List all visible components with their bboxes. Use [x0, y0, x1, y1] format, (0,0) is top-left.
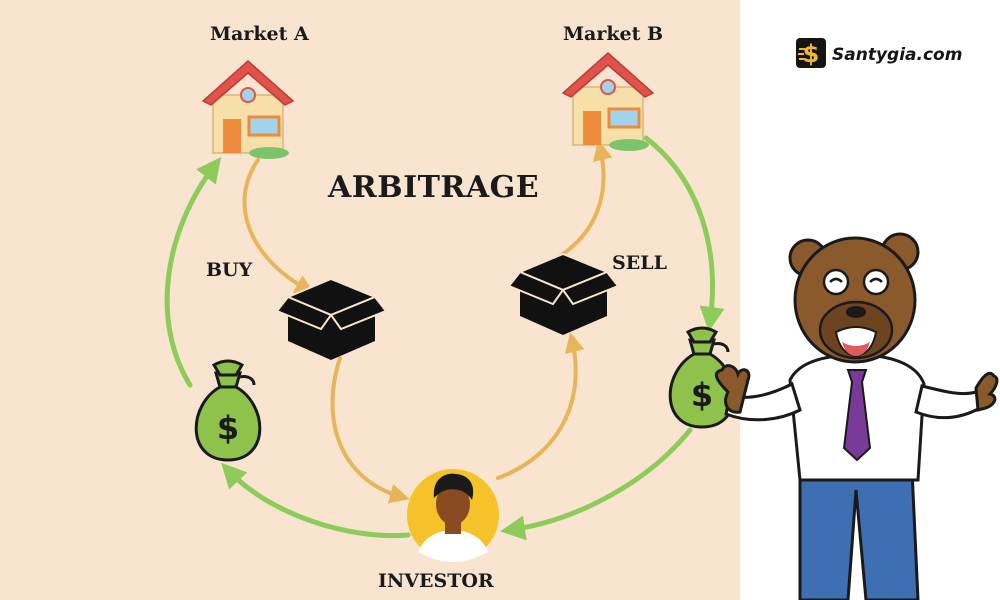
brand-badge [796, 40, 826, 70]
bear-mascot-icon [714, 232, 999, 600]
investor-avatar-icon [407, 469, 499, 562]
node-label-investor: INVESTOR [378, 570, 494, 592]
node-label-market-a: Market A [210, 23, 309, 45]
edge-label-buy: BUY [206, 259, 253, 281]
flow-investor-to-box [496, 332, 585, 480]
flow-money-to-investor [500, 427, 693, 541]
node-label-market-b: Market B [563, 23, 664, 45]
flow-investor-to-money [221, 462, 411, 539]
money-bag-icon: $ [194, 359, 262, 462]
flow-market-a-to-box [242, 158, 315, 294]
flow-money-to-market-a [164, 157, 222, 388]
dollar-logo-icon: $ [796, 38, 826, 68]
svg-text:$: $ [691, 376, 713, 414]
flow-box-to-investor [330, 356, 410, 504]
brand-logo: Santygia.com [796, 38, 962, 72]
edge-label-sell: SELL [612, 252, 667, 274]
box-icon [275, 277, 388, 360]
brand-name: Santygia.com [832, 45, 963, 65]
house-icon [561, 51, 655, 151]
svg-text:$: $ [803, 40, 820, 68]
diagram-title: ARBITRAGE [328, 170, 540, 205]
flow-box-to-market-b [548, 140, 613, 264]
house-icon [201, 59, 295, 159]
box-icon [507, 252, 620, 335]
svg-text:$: $ [217, 409, 239, 447]
flow-market-b-to-money [643, 135, 725, 332]
